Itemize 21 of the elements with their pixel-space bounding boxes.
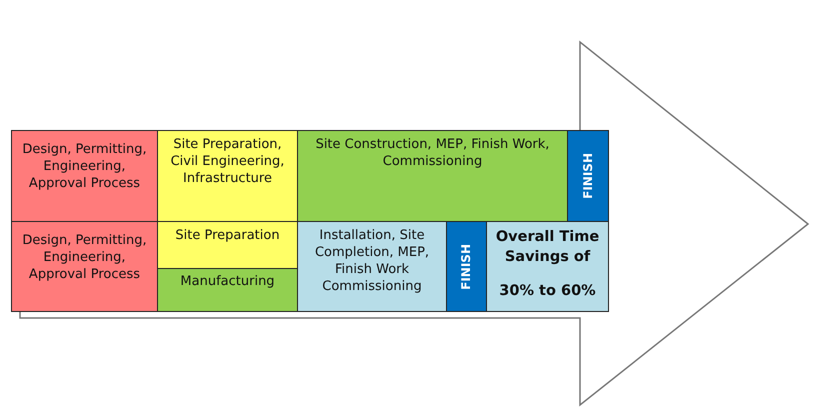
savings-value: 30% to 60% bbox=[498, 282, 597, 301]
box-label: Design, Permitting, Engineering, Approval Process bbox=[21, 232, 148, 283]
process-box bbox=[157, 130, 298, 222]
box-label: Site Construction, MEP, Finish Work, Commissioning bbox=[314, 136, 550, 170]
savings-box bbox=[486, 221, 609, 312]
finish-bar bbox=[567, 130, 609, 222]
box-label: Site Preparation bbox=[174, 227, 281, 244]
box-label: Design, Permitting, Engineering, Approval Process bbox=[21, 141, 148, 192]
savings-heading: Overall Time Savings of bbox=[494, 228, 600, 267]
process-box bbox=[297, 130, 568, 222]
vertical-label: FINISH bbox=[580, 153, 596, 199]
finish-bar bbox=[446, 221, 487, 312]
box-label: Site Preparation, Civil Engineering, Infrastructure bbox=[170, 136, 286, 187]
box-label: Manufacturing bbox=[179, 273, 276, 290]
vertical-label: FINISH bbox=[458, 244, 474, 290]
process-box bbox=[11, 221, 158, 312]
process-box bbox=[297, 221, 447, 312]
box-label: Installation, Site Completion, MEP, Finish Work Commissioning bbox=[314, 227, 430, 295]
process-box bbox=[157, 268, 298, 312]
process-box bbox=[11, 130, 158, 222]
process-box bbox=[157, 221, 298, 269]
